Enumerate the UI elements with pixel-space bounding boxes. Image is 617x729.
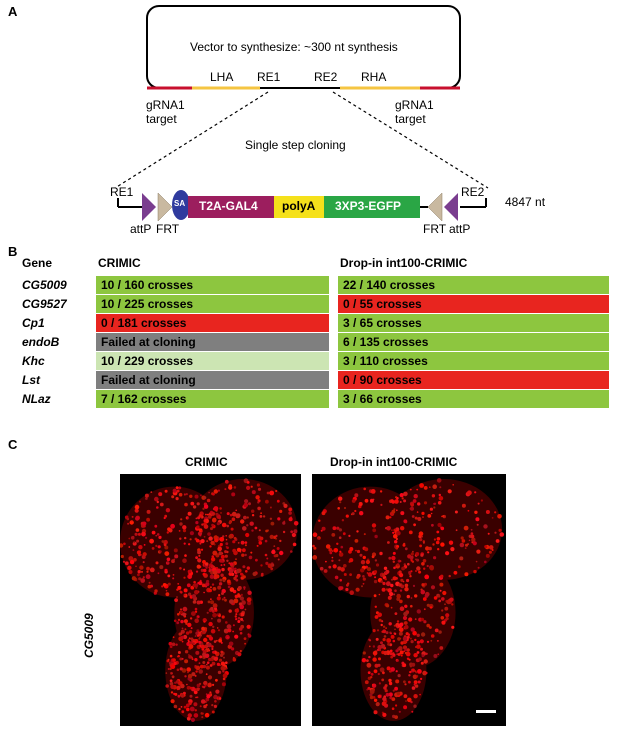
frt-right-label: FRT: [423, 222, 447, 236]
polya-label: polyA: [282, 199, 316, 213]
t2a-gal4-label: T2A-GAL4: [199, 199, 258, 213]
dropin-image-title: Drop-in int100-CRIMIC: [330, 455, 458, 469]
dropin-result-cell: 0 / 90 crosses: [338, 371, 609, 389]
dropin-result-cell: 3 / 66 crosses: [338, 390, 609, 408]
frt-right-icon: [427, 192, 443, 222]
gene-name: Cp1: [22, 316, 45, 330]
dropin-result-cell: 22 / 140 crosses: [338, 276, 609, 294]
gene-name: CG5009: [22, 278, 67, 292]
gene-name: Khc: [22, 354, 45, 368]
grna-right-line2: target: [395, 112, 426, 126]
dropin-result-cell: 3 / 110 crosses: [338, 352, 609, 370]
gene-header: Gene: [22, 256, 53, 270]
gene-name: Lst: [22, 373, 40, 387]
attp-right-icon: [444, 193, 458, 221]
grna-left-line1: gRNA1: [146, 98, 185, 112]
fluorescent-cells: [120, 478, 299, 722]
crimic-result-cell: Failed at cloning: [96, 371, 329, 389]
crimic-result-cell: 10 / 225 crosses: [96, 295, 329, 313]
sa-icon: [172, 190, 190, 220]
dash-right: [332, 91, 489, 189]
row-label-text: CG5009: [82, 613, 96, 658]
grna-left-line2: target: [146, 112, 177, 126]
grna-right-line1: gRNA1: [395, 98, 434, 112]
frt-left-icon: [157, 192, 173, 222]
panel-c-letter: C: [8, 437, 18, 452]
polya-block: [274, 196, 324, 218]
fluorescent-cells: [312, 478, 505, 719]
attp-left-label: attP: [130, 222, 152, 236]
attp-right-label: attP: [449, 222, 471, 236]
re1-label: RE1: [257, 70, 281, 84]
construct-re2-label: RE2: [461, 185, 485, 199]
frt-left-label: FRT: [156, 222, 180, 236]
gene-name: endoB: [22, 335, 60, 349]
egfp-label: 3XP3-EGFP: [335, 199, 402, 213]
row-label-cg5009: CG5009: [80, 468, 98, 658]
attp-left-icon: [142, 193, 156, 221]
scale-bar: [476, 710, 496, 713]
crimic-result-cell: 7 / 162 crosses: [96, 390, 329, 408]
crimic-result-cell: Failed at cloning: [96, 333, 329, 351]
panel-b-letter: B: [8, 244, 18, 259]
panel-a-diagram: [114, 5, 489, 222]
dropin-result-cell: 0 / 55 crosses: [338, 295, 609, 313]
dropin-result-cell: 3 / 65 crosses: [338, 314, 609, 332]
dropin-header: Drop-in int100-CRIMIC: [340, 256, 468, 270]
dropin-microscopy-image: [312, 474, 506, 726]
dash-left: [114, 91, 269, 189]
dropin-result-cell: 6 / 135 crosses: [338, 333, 609, 351]
grna-left-label: gRNA1 target: [146, 98, 185, 126]
sa-label: SA: [174, 199, 186, 208]
cloning-text: Single step cloning: [245, 138, 346, 152]
rha-label: RHA: [361, 70, 387, 84]
crimic-microscopy-image: [120, 474, 301, 726]
panel-a-letter: A: [8, 4, 18, 19]
crimic-result-cell: 10 / 229 crosses: [96, 352, 329, 370]
re2-label: RE2: [314, 70, 338, 84]
t2a-gal4-block: [188, 196, 274, 218]
grna-right-label: gRNA1 target: [395, 98, 434, 126]
construct-re1-label: RE1: [110, 185, 134, 199]
gene-name: NLaz: [22, 392, 51, 406]
egfp-block: [324, 196, 420, 218]
gene-name: CG9527: [22, 297, 67, 311]
crimic-result-cell: 0 / 181 crosses: [96, 314, 329, 332]
crimic-result-cell: 10 / 160 crosses: [96, 276, 329, 294]
vector-text: Vector to synthesize: ~300 nt synthesis: [190, 40, 398, 54]
lha-label: LHA: [210, 70, 234, 84]
construct-size-label: 4847 nt: [505, 195, 546, 209]
crimic-image-title: CRIMIC: [185, 455, 228, 469]
crimic-header: CRIMIC: [98, 256, 141, 270]
